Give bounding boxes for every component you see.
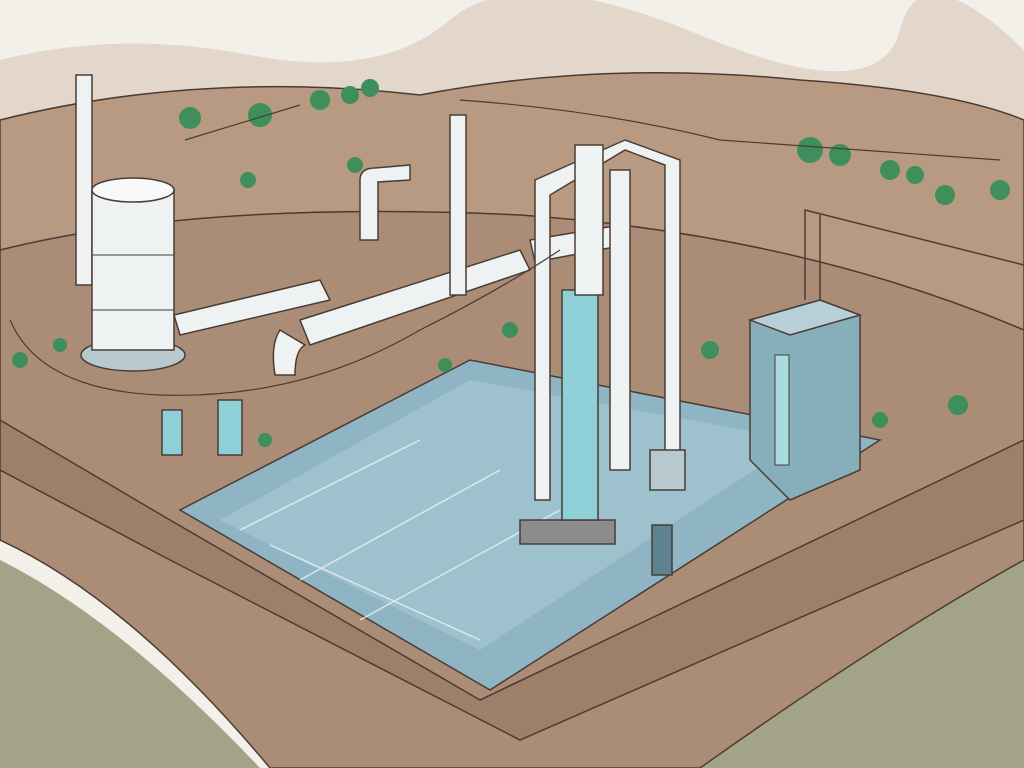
buried-cables <box>9 99 1001 396</box>
chimney-stack <box>75 74 93 286</box>
small-valves <box>161 399 243 456</box>
well-column <box>519 139 686 576</box>
grass-foreground-right <box>700 560 1024 768</box>
trees <box>12 79 1010 447</box>
main-pipeline <box>173 114 626 376</box>
grass-foreground-left <box>0 560 260 768</box>
control-cabinet <box>747 209 1024 501</box>
water-highlight <box>220 380 800 650</box>
pit-wall-front <box>0 419 1024 741</box>
storage-tank <box>80 177 186 372</box>
